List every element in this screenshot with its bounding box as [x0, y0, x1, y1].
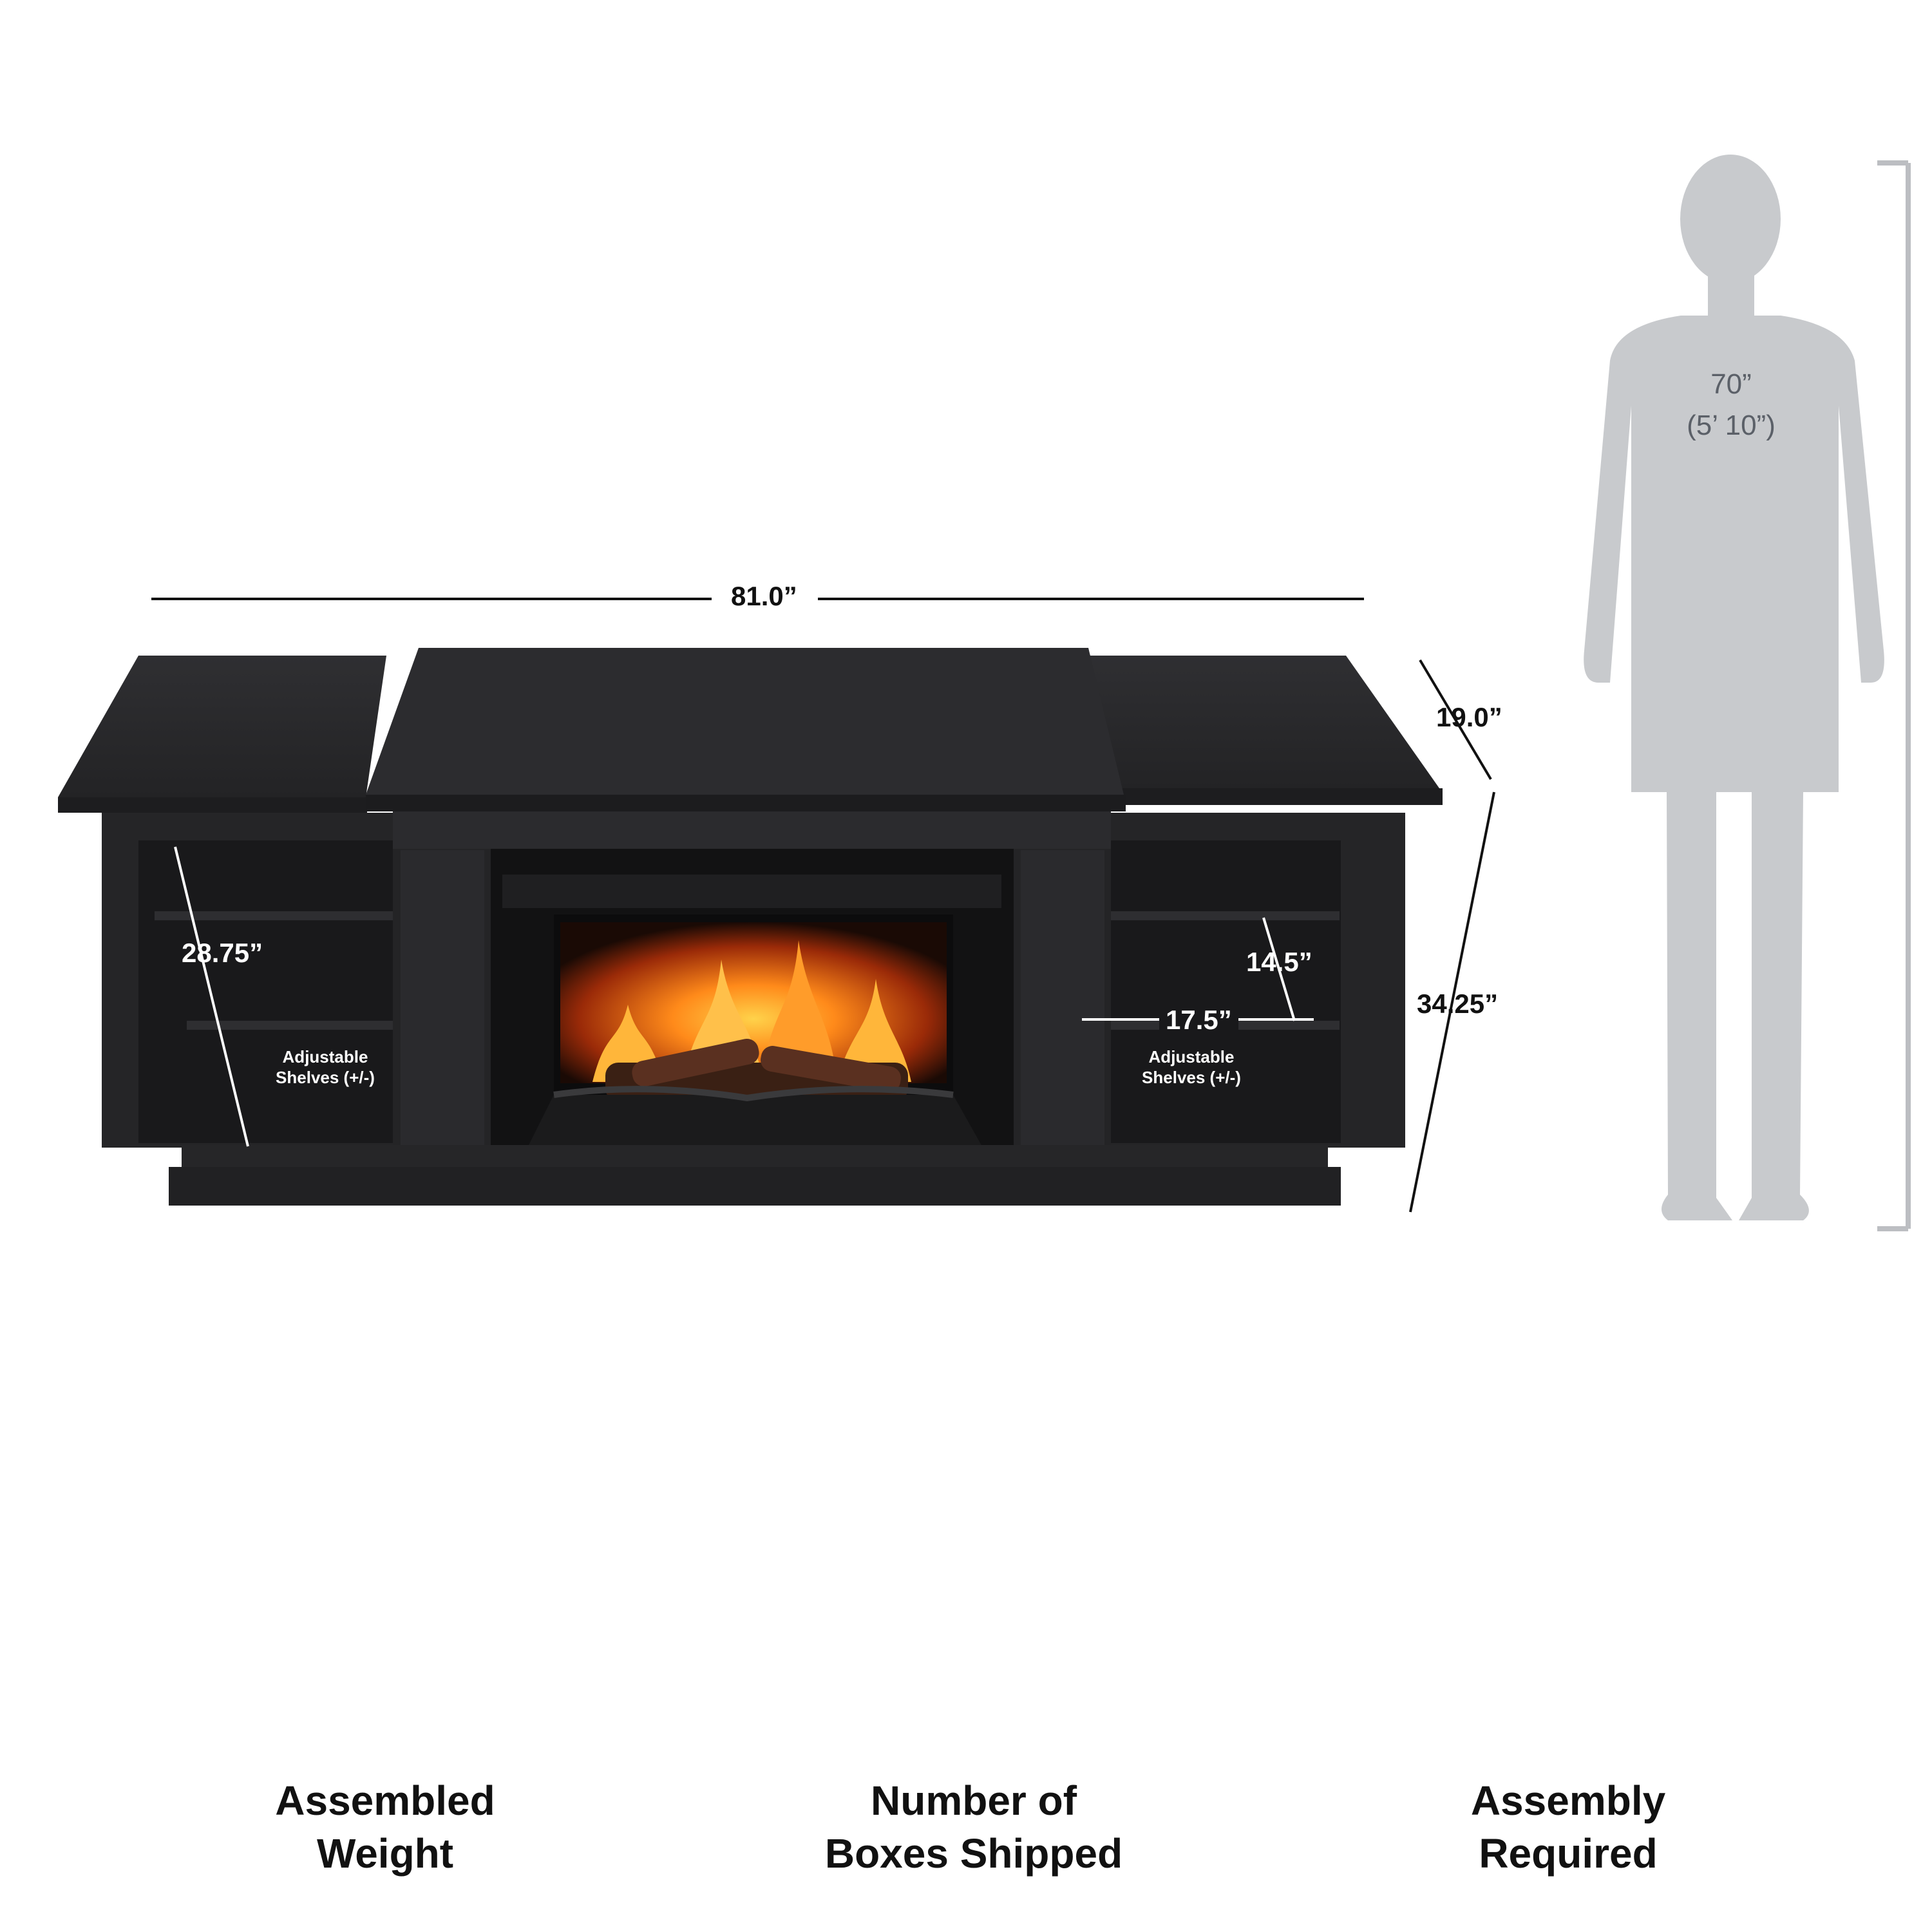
left-shelf-height-label: 28.75” [182, 938, 263, 968]
boxes-count-value: 3 [914, 1481, 1033, 1719]
depth-dimension-label: 19.0” [1436, 702, 1502, 732]
weight-value: 188lbs [270, 1616, 476, 1728]
shelf-note-line: Adjustable [1148, 1047, 1235, 1066]
height-dimension-label: 34.25” [1417, 989, 1499, 1019]
shelf-note-line: Shelves (+/-) [1142, 1068, 1241, 1087]
weight-unit: lbs [428, 1676, 477, 1713]
caption-line: Number of [871, 1777, 1077, 1824]
assembled-weight-caption: Assembled Weight [179, 1774, 591, 1880]
fireplace-tv-stand-image [58, 155, 1911, 1231]
boxes-shipped-caption: Number of Boxes Shipped [768, 1774, 1180, 1880]
caption-line: Assembly [1470, 1777, 1666, 1824]
caption-line: Weight [316, 1830, 454, 1877]
left-adjustable-shelves-note: Adjustable Shelves (+/-) [248, 1046, 402, 1088]
right-shelf-height-label: 14.5” [1246, 947, 1312, 977]
person-height-label: 70” (5’ 10”) [1634, 364, 1828, 446]
person-silhouette [1584, 155, 1884, 1220]
shelf-note-line: Adjustable [282, 1047, 368, 1066]
right-adjustable-shelves-note: Adjustable Shelves (+/-) [1114, 1046, 1269, 1088]
caption-line: Required [1479, 1830, 1658, 1877]
person-height-feet: (5’ 10”) [1687, 410, 1776, 441]
caption-line: Boxes Shipped [824, 1830, 1123, 1877]
caption-line: Assembled [275, 1777, 495, 1824]
right-shelf-width-label: 17.5” [1159, 1005, 1238, 1036]
width-dimension-label: 81.0” [724, 581, 804, 612]
assembly-required-caption: Assembly Required [1362, 1774, 1774, 1880]
person-height-inches: 70” [1710, 368, 1752, 400]
shelf-note-line: Shelves (+/-) [276, 1068, 375, 1087]
weight-number: 188 [270, 1618, 429, 1726]
